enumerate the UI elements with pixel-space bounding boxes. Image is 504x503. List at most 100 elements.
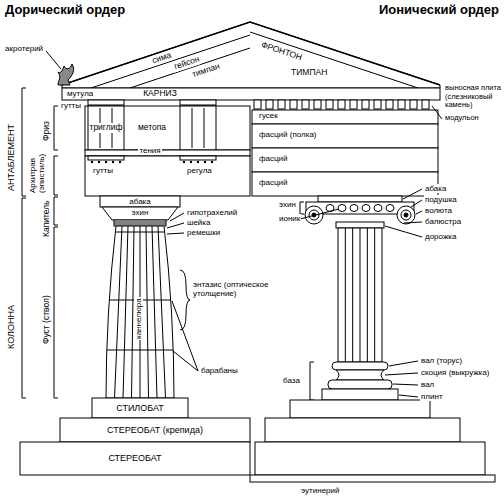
ionic-column xyxy=(404,213,408,217)
ionic-column xyxy=(389,361,418,366)
entablature xyxy=(183,161,185,163)
ionic-column xyxy=(399,395,418,397)
part-label: гусек xyxy=(258,111,279,120)
entablature xyxy=(180,100,216,105)
order-heading: Ионический ордер xyxy=(378,3,500,18)
part-label: каннелюра xyxy=(134,297,143,340)
ionic-column xyxy=(416,211,422,214)
pediment xyxy=(46,22,440,88)
section-label: АНТАБЛЕМЕНТ xyxy=(6,123,16,192)
ionic-column xyxy=(360,228,361,362)
entablature xyxy=(432,106,442,119)
section-label: КОЛОННА xyxy=(6,304,16,350)
part-label: балюстра xyxy=(424,217,462,226)
part-label: фасций xyxy=(258,154,289,163)
section-label: СТЕРЕОБАТ xyxy=(107,453,162,463)
ionic-column xyxy=(352,228,353,362)
entablature xyxy=(211,161,213,163)
doric-column xyxy=(123,226,128,398)
pediment xyxy=(130,48,250,88)
ionic-column xyxy=(403,189,422,199)
doric-column xyxy=(106,226,174,398)
entablature xyxy=(398,100,405,109)
ionic-column xyxy=(411,200,422,207)
ionic-column xyxy=(336,370,384,380)
entablature xyxy=(180,106,216,150)
entablature xyxy=(98,161,100,163)
ionic-column xyxy=(393,384,418,385)
ionic-column xyxy=(385,373,418,375)
part-label: гутты xyxy=(60,101,82,110)
part-label: волюта xyxy=(424,206,453,215)
part-label: вал (торус) xyxy=(420,356,463,365)
doric-column xyxy=(114,224,166,225)
part-label: выносная плита (слезниковый камень) xyxy=(444,84,504,110)
brackets xyxy=(22,88,26,196)
doric-stereobate xyxy=(60,418,250,442)
part-label: барабаны xyxy=(200,366,239,375)
ionic-column xyxy=(336,222,384,228)
ionic-column xyxy=(338,205,346,212)
entablature xyxy=(302,100,309,109)
ionic-stereobate xyxy=(250,475,495,482)
brackets xyxy=(54,227,58,398)
pediment xyxy=(91,35,250,88)
doric-column xyxy=(100,196,198,398)
doric-stereobate xyxy=(20,398,250,475)
entablature xyxy=(62,88,442,196)
entablature xyxy=(362,100,369,109)
entablature xyxy=(290,100,297,109)
section-label: Архитрав (эпистиль) xyxy=(28,144,46,194)
doric-column xyxy=(115,226,166,398)
part-label: метопа xyxy=(137,123,167,133)
section-label: СТИЛОБАТ xyxy=(115,403,165,413)
doric-column xyxy=(170,213,184,221)
doric-column xyxy=(115,226,123,398)
entablature xyxy=(314,100,321,109)
part-label: вал xyxy=(420,380,435,389)
entablature xyxy=(386,100,393,109)
part-label: энтазис (оптическое утолщение) xyxy=(192,280,304,298)
entablature xyxy=(85,106,250,150)
part-label: эхин xyxy=(131,208,150,217)
part-label: ТИМПАН xyxy=(290,68,328,78)
entablature xyxy=(62,88,440,100)
ionic-column xyxy=(386,205,394,212)
doric-stereobate xyxy=(20,442,250,475)
doric-stereobate xyxy=(92,398,188,418)
doric-column xyxy=(167,233,184,234)
part-label: шейка xyxy=(186,218,211,227)
entablature xyxy=(278,100,285,109)
entablature xyxy=(119,161,121,163)
entablature xyxy=(88,106,124,150)
section-label: СТЕРЕОБАТ (крепида) xyxy=(106,425,204,435)
pediment xyxy=(62,22,440,85)
entablature xyxy=(192,108,193,148)
ionic-column xyxy=(328,380,392,389)
part-label: дорожка xyxy=(424,232,457,241)
pediment xyxy=(250,32,418,88)
entablature xyxy=(374,100,381,109)
entablature xyxy=(266,100,273,109)
section-label: Фуст (ствол) xyxy=(42,294,52,345)
doric-column xyxy=(116,232,164,233)
doric-column xyxy=(180,270,190,330)
part-label: абака xyxy=(128,197,151,206)
entablature xyxy=(91,161,213,163)
brackets xyxy=(54,106,58,150)
doric-column xyxy=(102,207,178,220)
ionic-column xyxy=(318,196,402,202)
part-label: абака xyxy=(424,184,447,193)
entablature xyxy=(88,100,124,105)
entablature xyxy=(88,156,124,160)
entablature xyxy=(85,156,250,196)
part-label: фасций (полка) xyxy=(258,130,318,139)
doric-column xyxy=(107,350,173,351)
brackets xyxy=(54,197,58,225)
section-label: база xyxy=(282,376,301,385)
doric-column xyxy=(146,226,149,398)
ionic-column xyxy=(326,205,394,212)
part-label: ремешки xyxy=(186,228,221,237)
ionic-column xyxy=(374,228,375,362)
part-label: тения xyxy=(138,146,161,155)
